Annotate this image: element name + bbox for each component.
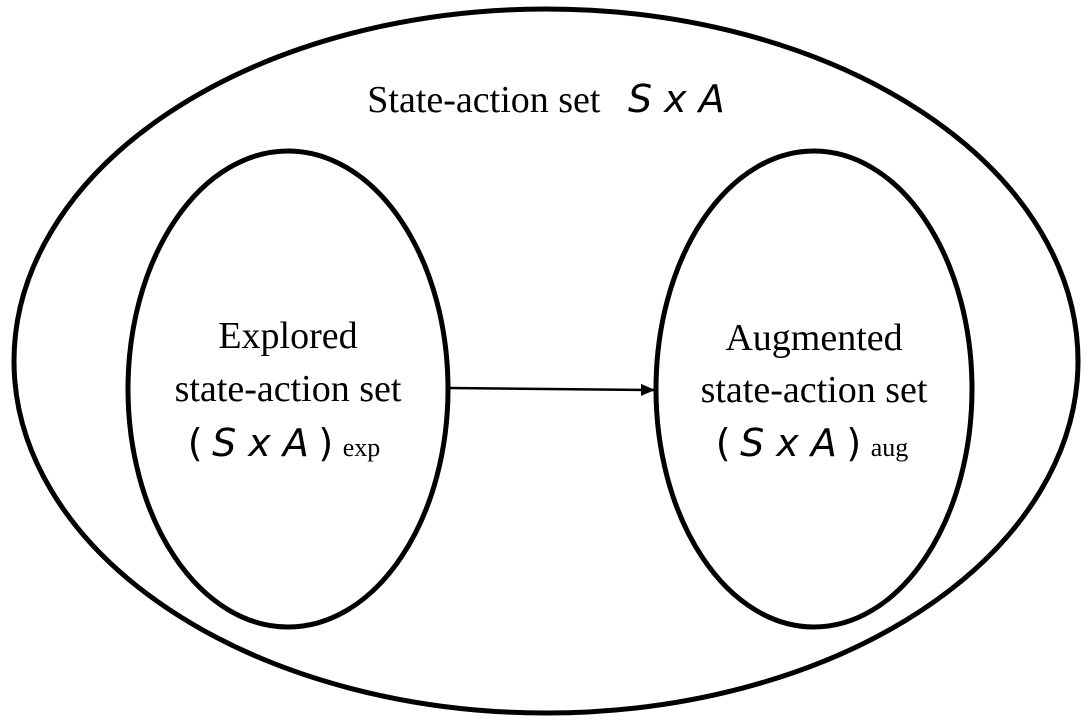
augmented-open-paren: ( [716, 421, 731, 465]
explored-set-line2: state-action set [175, 368, 402, 410]
augmented-set-ellipse [653, 148, 975, 630]
outer-set-symbol: S x A [628, 77, 725, 121]
outer-set-ellipse [11, 6, 1081, 716]
augmented-subscript: aug [871, 433, 909, 462]
explored-open-paren: ( [188, 421, 203, 465]
explored-subscript: exp [343, 433, 381, 462]
augmented-set-line1: Augmented [725, 317, 902, 359]
explored-set-symbol-label: ( S x A ) exp [188, 421, 380, 465]
outer-set-label: State-action set S x A [367, 77, 724, 121]
augmented-set-symbol-label: ( S x A ) aug [716, 421, 908, 465]
explored-set-line1: Explored [218, 315, 357, 357]
explored-set-symbol: S x A [212, 421, 309, 465]
augmented-set-line2: state-action set [701, 369, 928, 411]
augmentation-arrow [449, 383, 655, 396]
explored-set-ellipse [125, 148, 451, 630]
explored-close-paren: ) [318, 421, 333, 465]
outer-set-title: State-action set [367, 79, 601, 121]
augmented-close-paren: ) [846, 421, 861, 465]
augmented-set-symbol: S x A [740, 421, 837, 465]
